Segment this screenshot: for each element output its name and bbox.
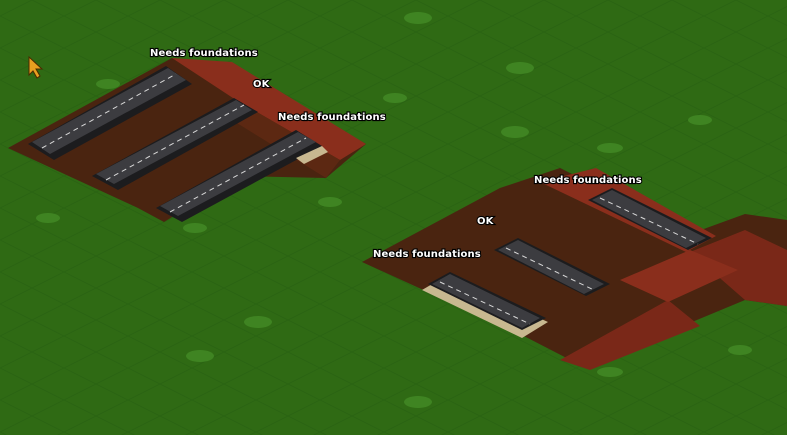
right-dirt-slope bbox=[690, 230, 787, 306]
label-needs-foundations: Needs foundations bbox=[373, 249, 481, 260]
left-raised-dirt bbox=[172, 58, 366, 160]
label-ok: OK bbox=[477, 216, 495, 227]
label-needs-foundations: Needs foundations bbox=[534, 175, 642, 186]
road-segment-1[interactable] bbox=[28, 66, 192, 160]
road-segment-2[interactable] bbox=[92, 98, 258, 190]
foundation-slope bbox=[296, 146, 328, 164]
mouse-pointer-icon bbox=[28, 55, 44, 79]
road-segment-5[interactable] bbox=[494, 238, 610, 296]
label-ok: OK bbox=[253, 79, 271, 90]
label-needs-foundations: Needs foundations bbox=[278, 112, 386, 123]
right-construction-site[interactable] bbox=[362, 168, 787, 370]
road-segment-6[interactable] bbox=[422, 272, 548, 338]
right-front-slope bbox=[560, 300, 700, 370]
left-construction-site[interactable] bbox=[8, 58, 366, 222]
label-needs-foundations: Needs foundations bbox=[150, 48, 258, 59]
road-segment-4[interactable] bbox=[588, 188, 712, 250]
grass-tufts bbox=[36, 12, 752, 408]
road-segment-3[interactable] bbox=[156, 130, 328, 222]
right-side-ridge bbox=[620, 250, 738, 302]
